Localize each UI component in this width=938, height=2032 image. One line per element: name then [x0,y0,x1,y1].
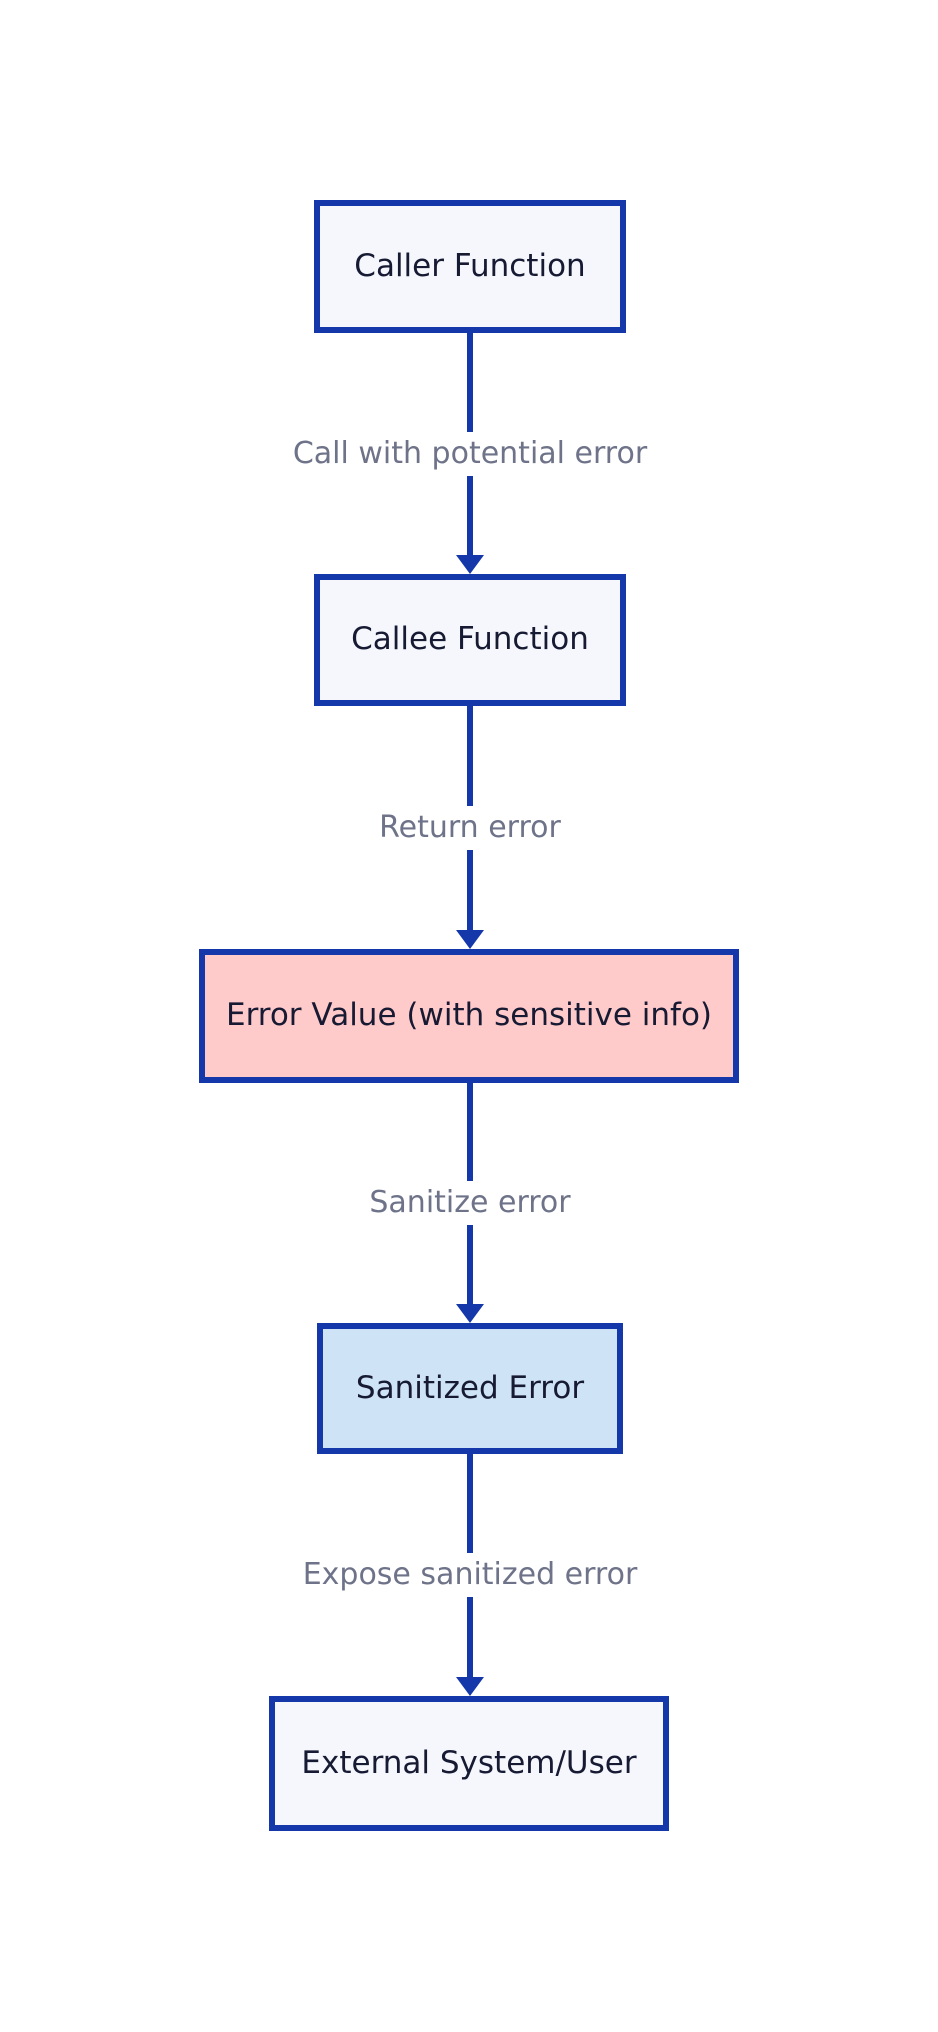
edge-label-call-with-potential-error: Call with potential error [282,432,658,476]
node-sanitized-error: Sanitized Error [317,1323,623,1454]
node-error-value-label: Error Value (with sensitive info) [225,997,713,1034]
node-error-value: Error Value (with sensitive info) [199,949,739,1083]
node-caller-function: Caller Function [314,200,626,333]
edge-label-return-error: Return error [369,806,571,850]
arrowhead-down-icon [456,1304,484,1323]
node-callee-function-label: Callee Function [351,621,589,658]
node-callee-function: Callee Function [314,574,626,706]
edge-label-expose-sanitized-error: Expose sanitized error [292,1553,648,1597]
arrowhead-down-icon [456,930,484,949]
arrowhead-down-icon [456,555,484,574]
arrowhead-down-icon [456,1677,484,1696]
node-caller-function-label: Caller Function [354,247,586,284]
node-sanitized-error-label: Sanitized Error [355,1369,585,1406]
node-external-system-user: External System/User [269,1696,669,1831]
node-external-system-user-label: External System/User [301,1744,637,1781]
edge-label-sanitize-error: Sanitize error [359,1181,581,1225]
